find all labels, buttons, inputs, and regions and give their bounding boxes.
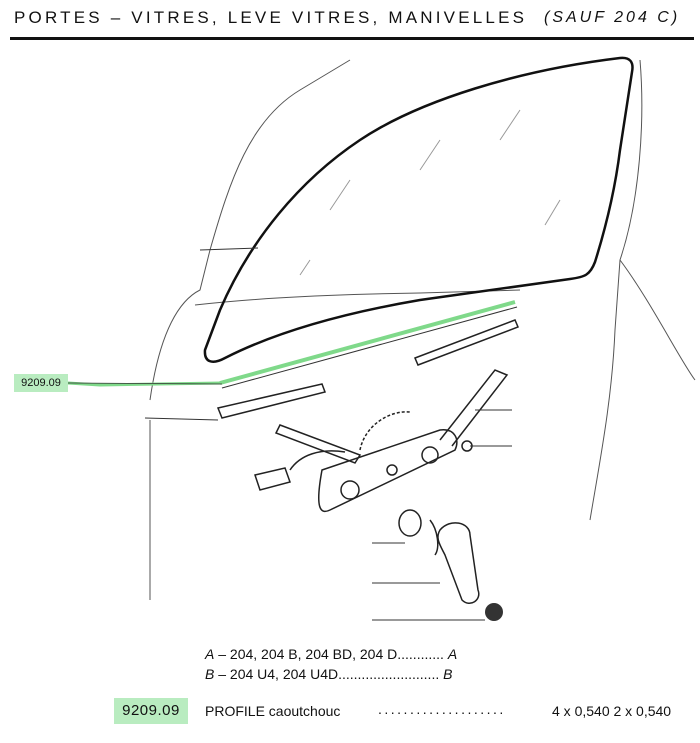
legend-text: – 204, 204 B, 204 BD, 204 D <box>218 646 398 662</box>
legend-tag: A <box>447 646 458 662</box>
window-crank-handle <box>437 522 480 604</box>
door-outline <box>149 59 351 401</box>
window-glass <box>203 56 634 363</box>
part-dots: .................... <box>378 701 506 717</box>
legend-letter: B <box>205 666 215 682</box>
regulator-lever <box>274 424 362 464</box>
regulator-arm <box>439 369 509 447</box>
rubber-profile-strip <box>219 300 516 385</box>
guide-rail-left <box>216 383 326 419</box>
part-code-badge: 9209.09 <box>114 698 188 724</box>
legend-item-a: A – 204, 204 B, 204 BD, 204 D...........… <box>205 646 457 662</box>
legend-item-b: B – 204 U4, 204 U4D.....................… <box>205 666 452 682</box>
regulator-plate <box>318 429 458 513</box>
crank-knob <box>485 603 503 621</box>
page-header: PORTES – VITRES, LEVE VITRES, MANIVELLES… <box>14 6 694 34</box>
spring-clip <box>429 519 439 556</box>
door-frame-right <box>589 59 643 521</box>
door-window-diagram <box>67 56 696 621</box>
legend-dots: .......................... <box>338 666 440 682</box>
part-quantity: 4 x 0,540 2 x 0,540 <box>552 703 672 719</box>
guide-rail-right <box>414 319 519 366</box>
callout-label: 9209.09 <box>14 374 68 392</box>
escutcheon-ring <box>398 509 422 537</box>
header-rule <box>10 37 694 40</box>
legend-dots: ............ <box>397 646 444 662</box>
regulator-gear <box>359 411 411 451</box>
legend-text: – 204 U4, 204 U4D <box>218 666 339 682</box>
page-title: PORTES – VITRES, LEVE VITRES, MANIVELLES <box>14 8 528 27</box>
legend-letter: A <box>205 646 215 662</box>
part-description: PROFILE caoutchouc <box>205 703 341 719</box>
page-subtitle: (SAUF 204 C) <box>544 9 681 26</box>
door-pillar <box>194 289 521 306</box>
legend-tag: B <box>443 666 453 682</box>
